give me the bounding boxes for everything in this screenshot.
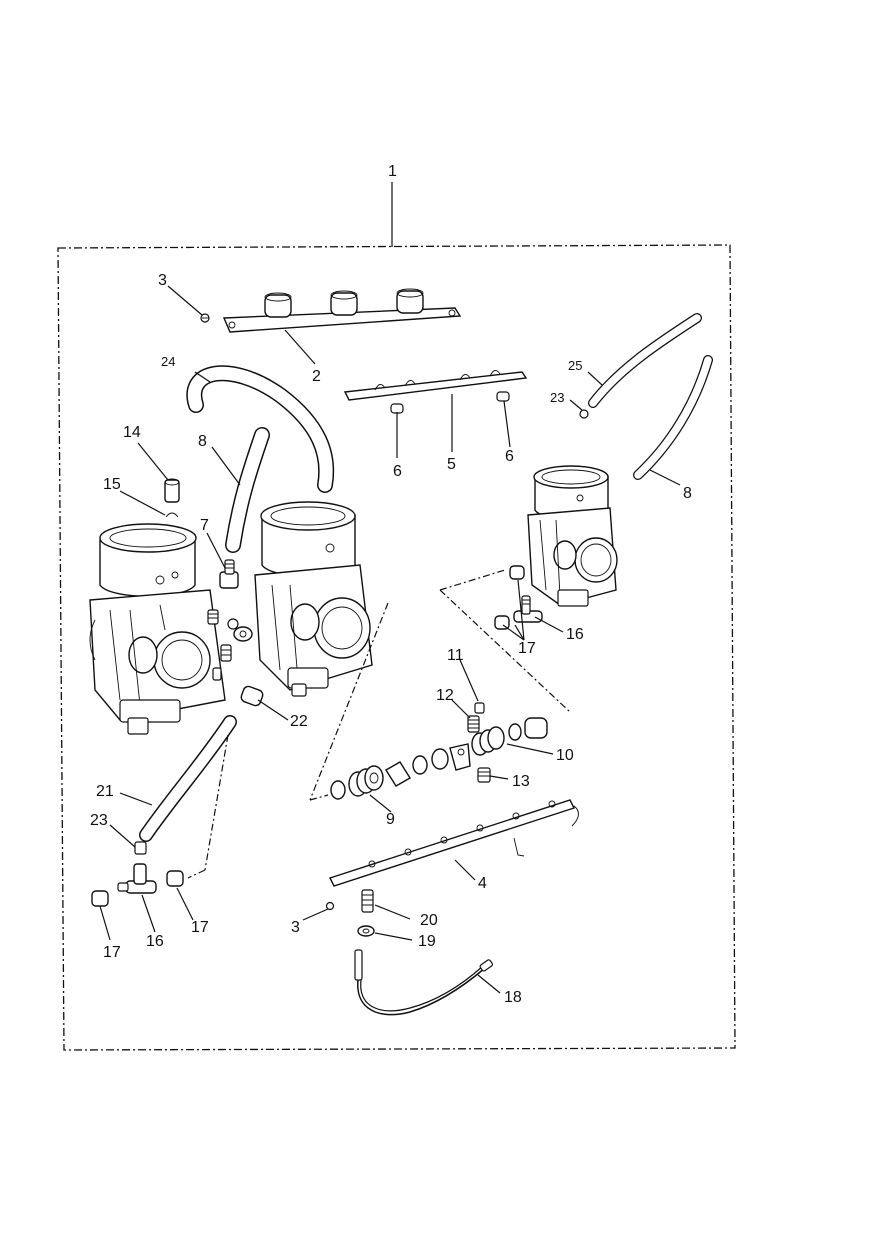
callout-6-left: 6 [393, 463, 402, 480]
callout-24: 24 [161, 354, 175, 369]
callout-3-bottom: 3 [291, 919, 300, 936]
part-17-cap-left-b [166, 870, 184, 887]
callout-5: 5 [447, 456, 456, 473]
callout-16-left: 16 [146, 933, 164, 950]
carburettor-left [89, 523, 226, 735]
part-10-spring [471, 717, 548, 756]
part-16-tpiece-left [117, 863, 157, 894]
callout-22: 22 [290, 713, 308, 730]
linkage-springs-left [207, 609, 253, 681]
callout-8-left: 8 [198, 433, 207, 450]
part-14-cap [164, 478, 180, 503]
part-6-grommet-right [496, 391, 510, 402]
callout-1: 1 [388, 163, 397, 180]
leader-lines [99, 285, 681, 994]
part-12-spring [467, 715, 480, 733]
part-6-grommet-left [390, 403, 404, 414]
callout-13: 13 [512, 773, 530, 790]
callout-labels: 1 2 3 3 4 5 6 6 7 8 8 9 10 11 12 13 14 1… [90, 163, 692, 1006]
part-19-washer [357, 925, 375, 937]
linkage-parts-middle [385, 743, 471, 787]
part-4-rail [329, 799, 579, 887]
callout-25: 25 [568, 358, 582, 373]
part-17-cap-right-b [494, 615, 510, 630]
callout-18: 18 [504, 989, 522, 1006]
part-21-hose [139, 715, 237, 842]
callout-23-left: 23 [90, 812, 108, 829]
part-11-screw [474, 702, 485, 714]
callout-17-left-b: 17 [191, 919, 209, 936]
part-24-hose [186, 365, 335, 493]
part-8-hose-left [225, 427, 270, 553]
part-17-cap-right-a [509, 565, 525, 580]
callout-6-right: 6 [505, 448, 514, 465]
part-8-hose-right [633, 355, 713, 480]
part-2-top-bracket [222, 288, 462, 333]
part-13-spring [477, 767, 491, 783]
part-23-clip-left [134, 841, 147, 855]
part-20-spring [361, 889, 374, 913]
callout-12: 12 [436, 687, 454, 704]
callout-17-left-a: 17 [103, 944, 121, 961]
callout-8-right: 8 [683, 485, 692, 502]
callout-15: 15 [103, 476, 121, 493]
part-3-screw-bottom [325, 901, 335, 911]
callout-17-right: 17 [518, 640, 536, 657]
callout-11: 11 [447, 647, 464, 664]
part-25-hose [588, 313, 702, 408]
part-9-spring-assembly [330, 765, 384, 800]
assembly-frame [57, 182, 736, 1051]
part-3-screw-top [200, 313, 210, 323]
part-18-cable [354, 949, 494, 1016]
callout-23-right: 23 [550, 390, 564, 405]
carburettor-middle [254, 501, 373, 697]
carburettor-right [527, 465, 618, 607]
callout-3-top: 3 [158, 272, 167, 289]
callout-20: 20 [420, 912, 438, 929]
callout-21: 21 [96, 783, 114, 800]
part-5-bracket [343, 370, 528, 401]
part-22-cap [240, 685, 264, 707]
part-17-cap-left-a [91, 890, 109, 907]
callout-4: 4 [478, 875, 487, 892]
part-7-fitting [219, 559, 239, 589]
callout-16-right: 16 [566, 626, 584, 643]
callout-19: 19 [418, 933, 436, 950]
callout-9: 9 [386, 811, 395, 828]
callout-7: 7 [200, 517, 209, 534]
callout-10: 10 [556, 747, 574, 764]
callout-2: 2 [312, 368, 321, 385]
linkage-guide-lines [187, 569, 571, 879]
part-15-clip [165, 512, 179, 518]
callout-14: 14 [123, 424, 141, 441]
part-23-clip-right [579, 409, 589, 419]
